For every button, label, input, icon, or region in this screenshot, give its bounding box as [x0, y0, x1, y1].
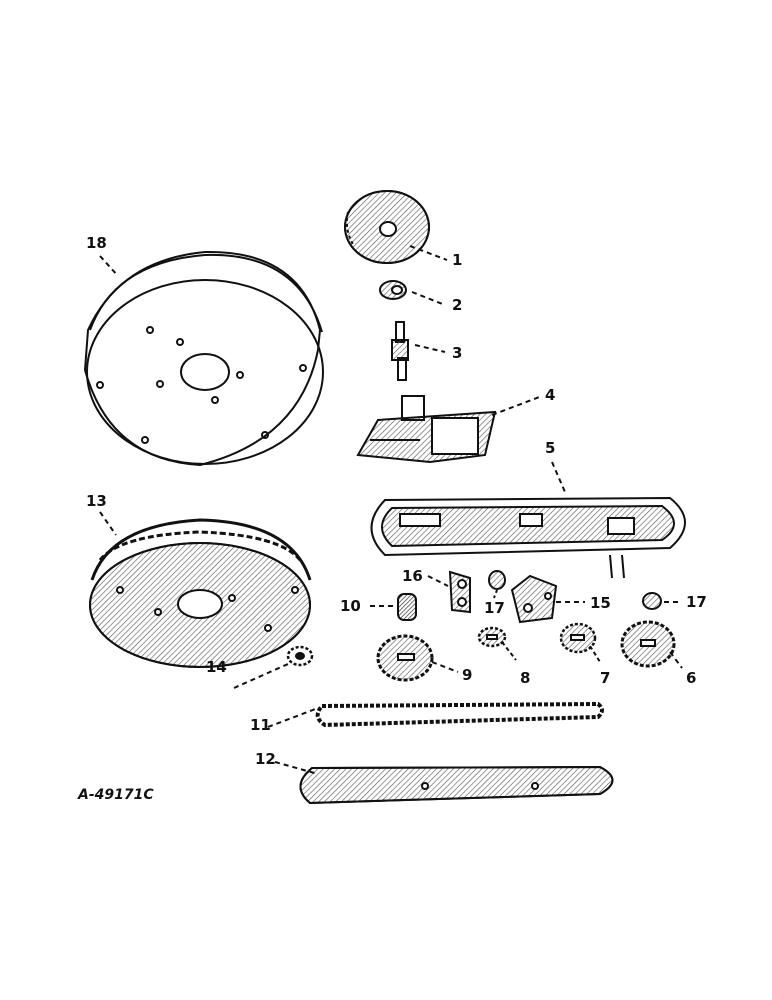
part-6-sprocket — [620, 620, 676, 668]
leader-16 — [427, 575, 449, 587]
callout-8: 8 — [520, 669, 531, 687]
part-8-sprocket — [477, 626, 507, 648]
leader-5 — [551, 461, 566, 493]
leader-12 — [274, 761, 319, 775]
leader-11 — [267, 707, 319, 728]
leader-1 — [409, 245, 448, 261]
part-5-housing — [370, 496, 686, 579]
part-3-shaft — [391, 321, 409, 381]
callout-14: 14 — [206, 658, 227, 676]
part-17-cap-a — [488, 570, 506, 590]
part-10-spacer — [397, 593, 417, 621]
leader-18 — [99, 255, 119, 277]
leader-17a — [493, 589, 498, 599]
callout-1: 1 — [452, 251, 463, 269]
callout-18: 18 — [86, 234, 107, 252]
part-7-sprocket — [559, 622, 597, 654]
leader-13 — [99, 511, 117, 536]
part-12-cover — [299, 765, 614, 805]
part-17-cap-b — [642, 592, 662, 610]
drawing-code: A-49171C — [78, 787, 154, 803]
leader-6 — [669, 651, 683, 669]
callout-2: 2 — [452, 296, 463, 314]
part-15-plate — [510, 574, 558, 624]
callout-3: 3 — [452, 344, 463, 362]
callout-17-a: 17 — [484, 599, 505, 617]
callout-10: 10 — [340, 597, 361, 615]
leader-3 — [414, 344, 446, 353]
part-14-sprocket — [286, 645, 314, 667]
leader-8 — [501, 641, 517, 661]
callout-6: 6 — [686, 669, 697, 687]
part-1-plate — [344, 190, 430, 264]
part-18-drum — [83, 250, 324, 467]
callout-9: 9 — [462, 666, 473, 684]
callout-17-b: 17 — [686, 593, 707, 611]
callout-11: 11 — [250, 716, 271, 734]
part-16-bracket — [448, 570, 471, 614]
callout-16: 16 — [402, 567, 423, 585]
callout-7: 7 — [600, 669, 611, 687]
callout-15: 15 — [590, 594, 611, 612]
callout-12: 12 — [255, 750, 276, 768]
part-9-sprocket — [376, 634, 434, 682]
part-2-nut — [379, 280, 407, 300]
leader-14 — [233, 663, 289, 689]
leader-7 — [589, 645, 601, 663]
leader-2 — [411, 291, 446, 306]
leader-9 — [431, 661, 459, 673]
callout-5: 5 — [545, 439, 556, 457]
part-4-bracket — [356, 395, 497, 464]
callout-4: 4 — [545, 386, 556, 404]
leader-4 — [491, 395, 543, 416]
callout-13: 13 — [86, 492, 107, 510]
part-13-cup — [89, 518, 312, 668]
part-11-chain — [315, 701, 604, 728]
